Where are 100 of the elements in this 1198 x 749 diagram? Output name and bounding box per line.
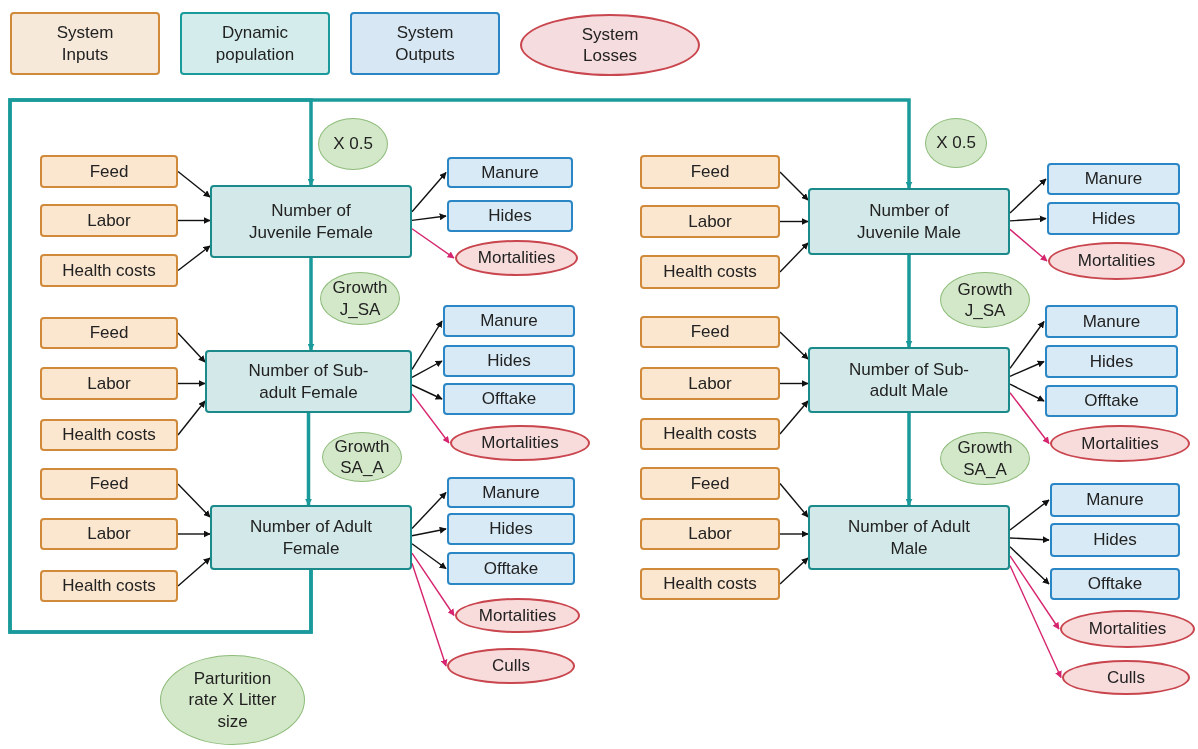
arrow [779,380,809,387]
node-label: Offtake [1084,390,1139,412]
node-label: Manure [1086,489,1144,511]
input-box [40,254,178,287]
node-label: Mortalities [478,604,557,627]
node-label: Hides [1089,350,1134,373]
input-box [640,316,780,348]
population-box [808,505,1010,570]
arrow [177,245,211,272]
flow-arrow [307,258,315,351]
arrow [177,170,211,198]
arrow [411,384,443,400]
arrow [411,562,448,667]
node-label: Labor [87,209,131,232]
node-label: Feed [89,322,129,344]
node-label: Feed [690,472,730,495]
population-box [210,185,412,258]
node-label: Offtake [481,388,537,410]
node-label: Labor [688,523,732,545]
flow-arrow [305,413,312,506]
arrow [177,217,211,224]
node-label: Health costs [62,424,156,446]
node-label: Culls [1107,666,1145,689]
population-box [808,188,1010,255]
arrow [177,483,211,518]
input-box [640,418,780,450]
node-label: Hides [488,205,532,227]
node-label: Manure [1082,310,1141,333]
node-label: Hides [1093,529,1137,551]
arrow [779,218,809,225]
arrow [411,526,447,537]
node-label: Number of Juvenile Female [248,200,374,243]
output-box [1050,483,1180,517]
arrow [411,360,443,379]
node-label: Hides [487,350,531,372]
input-box [640,367,780,400]
node-label: Manure [481,161,539,184]
node-label: Parturition rate X Litter size [187,668,278,732]
output-box [447,200,573,232]
arrow [411,320,443,371]
output-box [447,477,575,508]
input-box [640,467,780,500]
node-label: Growth J_SA [331,277,389,320]
node-label: Number of Sub-adult Female [247,360,370,403]
flow-arrow [905,255,913,348]
input-box [640,155,780,189]
node-label: Growth J_SA [956,278,1014,322]
node-label: Mortalities [477,247,556,269]
output-box [1045,385,1178,417]
arrow [411,228,455,259]
arrow [1009,564,1062,679]
output-box [447,552,575,585]
arrow [779,400,809,435]
node-label: Number of Adult Male [847,516,971,559]
node-label: Manure [480,310,538,332]
arrow [779,171,809,201]
output-box [1047,202,1180,235]
node-label: Health costs [663,423,757,445]
node-label: Labor [87,372,131,395]
output-box [443,383,575,415]
population-box [205,350,412,413]
node-label: Number of Juvenile Male [856,200,962,243]
arrow [1009,215,1047,223]
node-label: X 0.5 [936,132,976,154]
arrow [1009,536,1050,544]
output-box [447,157,573,188]
node-label: Feed [89,160,129,183]
input-box [640,518,780,550]
arrow [177,530,211,538]
node-label: Mortalities [1081,432,1159,455]
arrow [1009,228,1048,262]
output-box [1050,523,1180,557]
node-label: Number of Adult Female [249,516,373,559]
input-box [40,419,178,451]
node-label: Hides [1091,207,1136,230]
arrow [1009,320,1045,369]
flow-arrow [905,413,913,506]
legend-label: Dynamic population [214,22,296,65]
node-label: Offtake [483,557,539,580]
output-box [1050,568,1180,600]
arrow [1009,555,1060,630]
flow-arrow [8,98,913,634]
node-label: Number of Sub-adult Male [848,358,970,402]
arrow [779,482,809,518]
node-label: Health costs [62,259,156,282]
arrow [411,552,455,617]
population-box [210,505,412,570]
legend-label: System Inputs [55,22,115,65]
input-box [40,570,178,602]
node-label: Mortalities [1088,618,1167,640]
arrow [779,530,809,538]
input-box [40,317,178,349]
arrow [411,171,447,213]
output-box [443,345,575,377]
arrow [779,242,809,273]
node-label: X 0.5 [333,133,373,155]
output-box [443,305,575,337]
arrow [1009,178,1047,214]
node-label: Offtake [1087,573,1143,595]
node-label: Growth SA_A [956,437,1014,480]
